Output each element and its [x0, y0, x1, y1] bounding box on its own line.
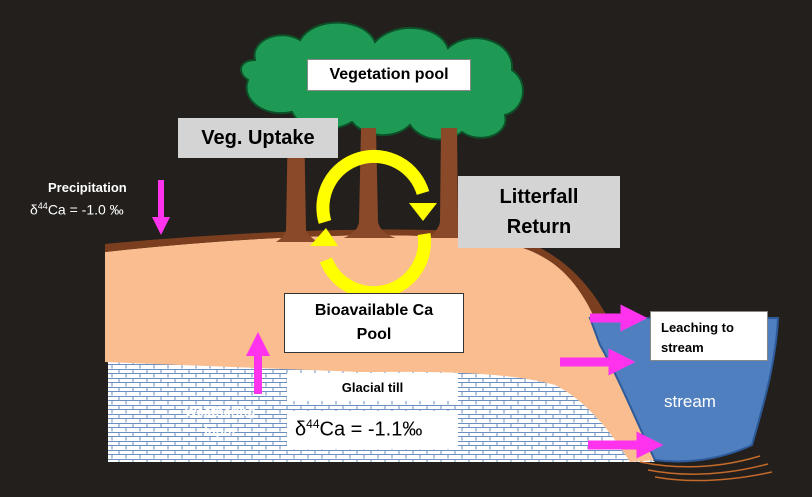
- precipitation-delta-value: δ44Ca = -1.0 ‰: [30, 201, 124, 218]
- litterfall-line2: Return: [506, 216, 572, 238]
- till-value: Ca = -1.1‰: [319, 418, 423, 441]
- litterfall-return-label: Litterfall Return: [458, 176, 620, 248]
- till-isotope-mass: 44: [306, 417, 320, 431]
- bioavailable-line1: Bioavailable Ca: [314, 302, 434, 319]
- precip-isotope-mass: 44: [37, 201, 48, 211]
- glacial-till-label: Glacial till: [287, 373, 458, 401]
- stream-label: stream: [664, 392, 716, 411]
- vegetation-cycle-arrows-icon: [310, 149, 437, 300]
- tree-trunk-left: [276, 120, 318, 242]
- weathering-line2: input: [204, 424, 236, 439]
- leaching-to-stream-label: Leaching to stream: [650, 311, 768, 361]
- leaching-line1: Leaching to: [661, 320, 734, 335]
- streambed-lines: [639, 455, 773, 482]
- leaching-line2: stream: [661, 340, 704, 355]
- precipitation-label: Precipitation: [48, 180, 127, 195]
- veg-uptake-label: Veg. Uptake: [178, 118, 338, 158]
- weathering-input-label: Weathering input: [180, 402, 260, 442]
- tree-trunk-middle: [343, 128, 396, 238]
- till-delta-symbol: δ: [295, 418, 307, 441]
- bioavailable-ca-pool-label: Bioavailable Ca Pool: [284, 293, 464, 353]
- tree-trunk-right: [428, 128, 472, 238]
- weathering-line1: Weathering: [184, 404, 256, 419]
- vegetation-pool-label: Vegetation pool: [307, 59, 471, 91]
- litterfall-line1: Litterfall: [499, 186, 579, 208]
- precip-delta-symbol: δ: [30, 201, 38, 218]
- precip-value: Ca = -1.0 ‰: [47, 201, 124, 218]
- bioavailable-line2: Pool: [356, 326, 392, 343]
- glacial-till-delta-value: δ44Ca = -1.1‰: [287, 411, 458, 449]
